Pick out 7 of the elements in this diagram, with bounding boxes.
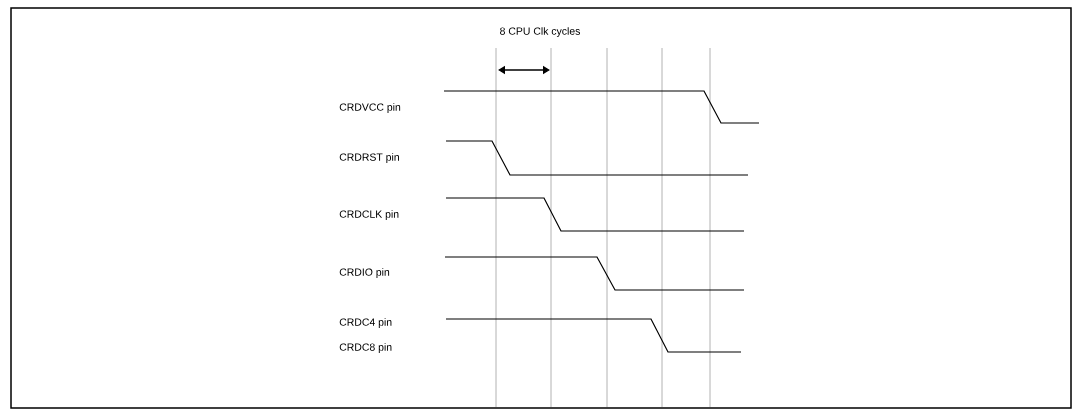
signal-label: CRDC8 pin bbox=[339, 343, 392, 353]
dimension-label: 8 CPU Clk cycles bbox=[500, 27, 580, 37]
signal-label: CRDRST pin bbox=[339, 153, 399, 163]
signal-label: CRDC4 pin bbox=[339, 318, 392, 328]
signal-label: CRDIO pin bbox=[339, 268, 390, 278]
signal-label: CRDVCC pin bbox=[339, 103, 401, 113]
signal-label: CRDCLK pin bbox=[339, 210, 399, 220]
